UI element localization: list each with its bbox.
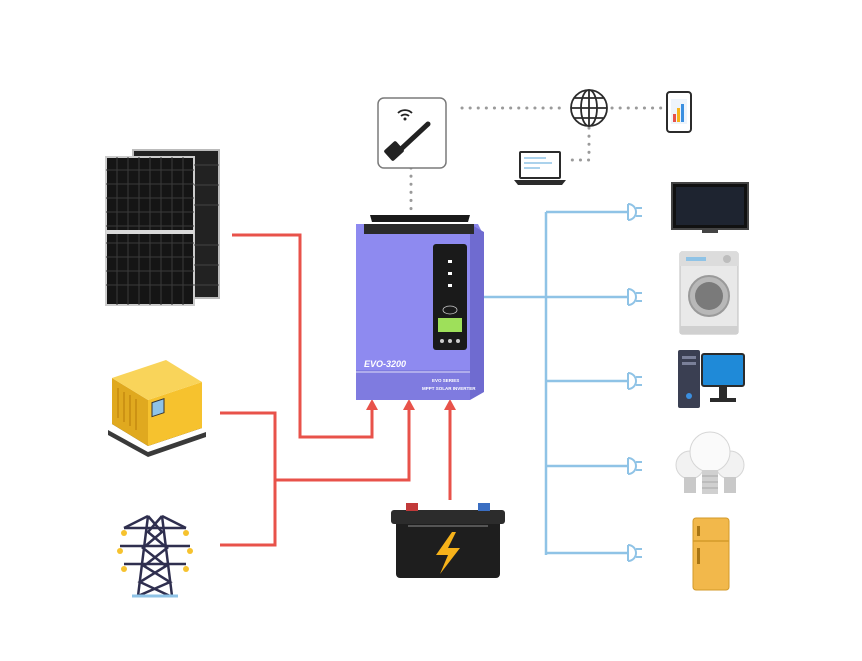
fridge-icon bbox=[692, 517, 730, 591]
globe-icon bbox=[570, 89, 608, 127]
globe-to-laptop-line bbox=[564, 126, 591, 162]
output-lines bbox=[483, 210, 628, 555]
transmission-tower-icon bbox=[120, 514, 190, 598]
plug-icon bbox=[627, 372, 642, 390]
arrowhead bbox=[403, 399, 415, 410]
model-label: EVO-3200 bbox=[364, 359, 406, 369]
washing-machine-icon bbox=[679, 251, 739, 335]
computer-icon bbox=[678, 350, 745, 408]
solar-line bbox=[232, 233, 374, 439]
plug-icon bbox=[627, 544, 642, 562]
control-buttons bbox=[440, 339, 460, 343]
input-lines bbox=[220, 233, 452, 547]
series-label-line2: MPPT SOLAR INVERTER bbox=[422, 386, 476, 391]
inverter-unit: EVO-3200 EVO SERIES MPPT SOLAR INVERTER bbox=[356, 215, 484, 400]
tv-icon bbox=[671, 182, 749, 233]
lightning-bolt-icon bbox=[436, 532, 460, 574]
series-label-line1: EVO SERIES bbox=[432, 378, 459, 383]
solar-panel-icon bbox=[105, 149, 220, 306]
input-arrowheads bbox=[366, 399, 456, 410]
arrowhead bbox=[444, 399, 456, 410]
generator-line bbox=[220, 411, 277, 547]
lcd-display bbox=[438, 318, 462, 332]
brand-logo bbox=[442, 305, 458, 315]
grid-line bbox=[275, 405, 411, 482]
light-bulb-icon bbox=[675, 431, 745, 494]
plug-icon bbox=[627, 288, 642, 306]
wifi-dongle-icon bbox=[377, 97, 447, 169]
plug-icon bbox=[627, 457, 642, 475]
indicator-leds bbox=[448, 260, 452, 287]
plug-icon bbox=[627, 203, 642, 221]
arrowhead bbox=[366, 399, 378, 410]
laptop-icon bbox=[514, 151, 566, 185]
smartphone-icon bbox=[666, 91, 692, 133]
generator-icon bbox=[108, 360, 206, 457]
monitoring-lines bbox=[409, 106, 666, 218]
plug-icons bbox=[627, 203, 642, 562]
insulator-icons bbox=[117, 530, 193, 572]
control-panel bbox=[433, 244, 467, 350]
battery-icon bbox=[391, 503, 505, 578]
